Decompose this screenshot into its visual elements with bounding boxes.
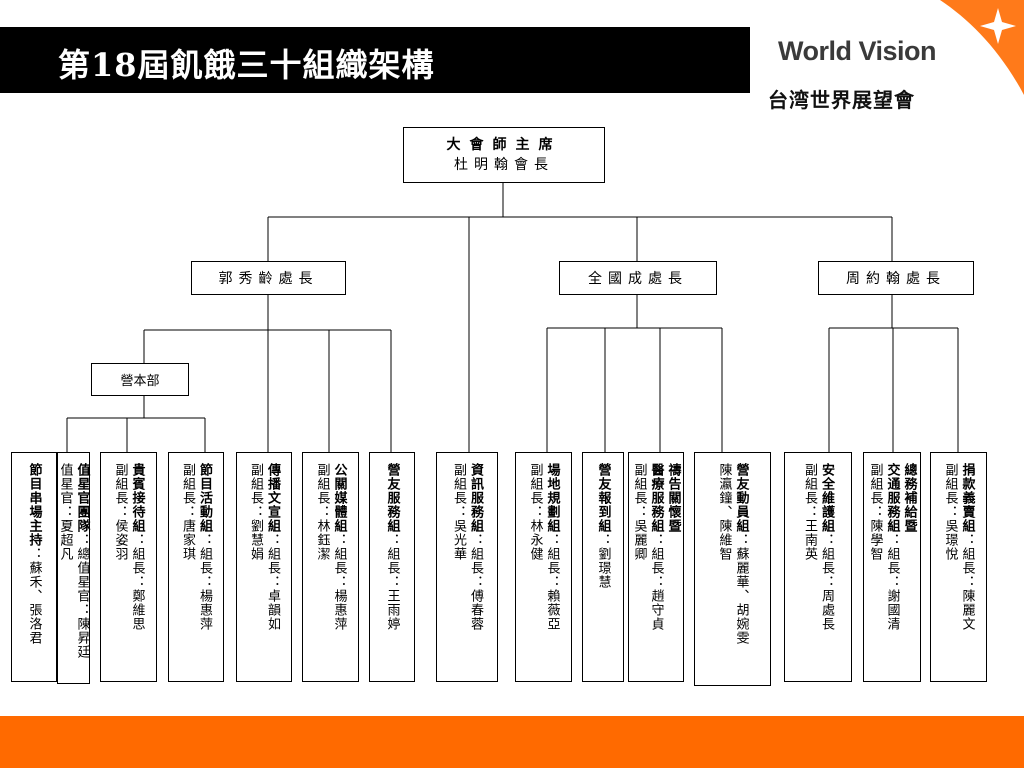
manager-box-chou: 周約翰處長 <box>818 261 974 295</box>
group-box-duty-officer: 值星官團隊：總值星官：陳昇廷值星官：夏超凡 <box>57 452 90 684</box>
group-box-pr-media: 公關媒體組：組長：楊惠萍副組長：林鈺潔 <box>302 452 359 682</box>
group-box-camper-service: 營友服務組：組長：王雨婷 <box>369 452 415 682</box>
footer-bar <box>0 716 1024 768</box>
group-box-communications: 傳播文宣組：組長：卓韻如副組長：劉慧娟 <box>236 452 292 682</box>
world-vision-star-icon <box>940 0 1024 95</box>
group-box-safety: 安全維護組：組長：周處長副組長：王南英 <box>784 452 852 682</box>
world-vision-logo-chinese: 台湾世界展望會 <box>768 88 915 112</box>
chairman-name: 杜明翰會長 <box>454 157 554 173</box>
group-box-logistics-transport: 總務補給暨交通服務組：組長：謝國清副組長：陳學智 <box>863 452 921 682</box>
manager-box-chuan: 全國成處長 <box>559 261 717 295</box>
group-box-donation-charity: 捐款義賣組：組長：陳麗文副組長：吳璟悅 <box>930 452 987 682</box>
chairman-box: 大會師主席 杜明翰會長 <box>403 127 605 183</box>
manager-box-kuo: 郭秀齡處長 <box>191 261 346 295</box>
chairman-title: 大會師主席 <box>446 137 562 153</box>
group-box-venue-planning: 場地規劃組：組長：賴薇亞副組長：林永健 <box>515 452 572 682</box>
group-box-it-service: 資訊服務組：組長：傅春蓉副組長：吳光華 <box>436 452 498 682</box>
group-box-registration: 營友報到組：劉璟慧 <box>582 452 624 682</box>
world-vision-logo: World Vision <box>778 36 937 66</box>
title-bar <box>0 27 750 93</box>
hq-box: 營本部 <box>91 363 189 396</box>
group-box-camper-mobilization: 營友動員組：蘇麗華、胡婉雯陳瀛鐘、陳維智 <box>694 452 771 686</box>
group-box-host: 節目串場主持：蘇禾、張洛君 <box>11 452 57 682</box>
group-box-program-activity: 節目活動組：組長：楊惠萍副組長：唐家琪 <box>168 452 224 682</box>
group-box-prayer-medical: 禱告關懷暨醫療服務組：組長：趙守貞副組長：吳麗卿 <box>628 452 684 682</box>
group-box-vip-reception: 貴賓接待組：組長：鄭維思副組長：侯姿羽 <box>100 452 157 682</box>
page-title: 第18屆飢餓三十組織架構 <box>58 46 435 84</box>
